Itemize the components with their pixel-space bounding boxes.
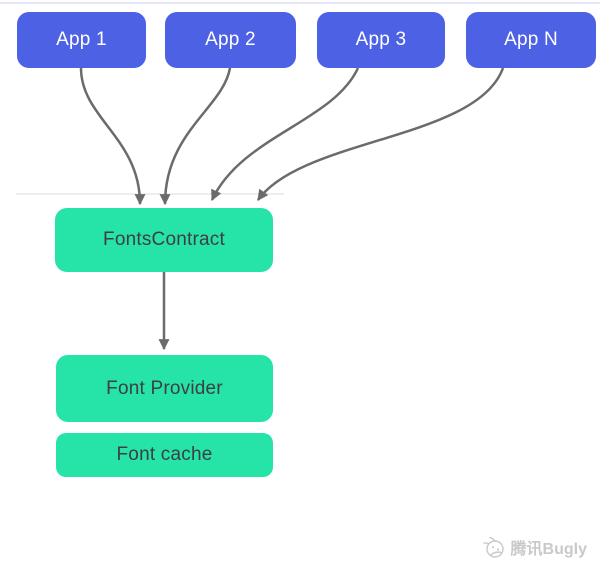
bugly-ladybug-icon [482, 536, 504, 558]
node-app-3: App 3 [317, 12, 445, 68]
node-app-2: App 2 [165, 12, 296, 68]
node-app-n: App N [466, 12, 596, 68]
node-app-1-label: App 1 [56, 29, 107, 50]
node-app-1: App 1 [17, 12, 146, 68]
watermark: 腾讯Bugly [480, 534, 587, 560]
node-font-cache: Font cache [56, 433, 273, 477]
node-app-2-label: App 2 [205, 29, 256, 50]
node-app-n-label: App N [504, 29, 558, 50]
edge-app1-fontscontract [79, 67, 146, 206]
node-font-provider-label: Font Provider [106, 377, 223, 399]
node-fonts-contract-label: FontsContract [103, 229, 225, 250]
edge-appN-fontscontract [256, 67, 505, 201]
edge-app3-fontscontract [210, 67, 360, 201]
watermark-text: 腾讯Bugly [510, 541, 587, 558]
edge-app2-fontscontract [159, 67, 232, 206]
node-font-cache-label: Font cache [116, 444, 213, 465]
node-app-3-label: App 3 [355, 29, 407, 50]
node-fonts-contract: FontsContract [55, 208, 273, 272]
node-font-provider: Font Provider [56, 355, 273, 422]
